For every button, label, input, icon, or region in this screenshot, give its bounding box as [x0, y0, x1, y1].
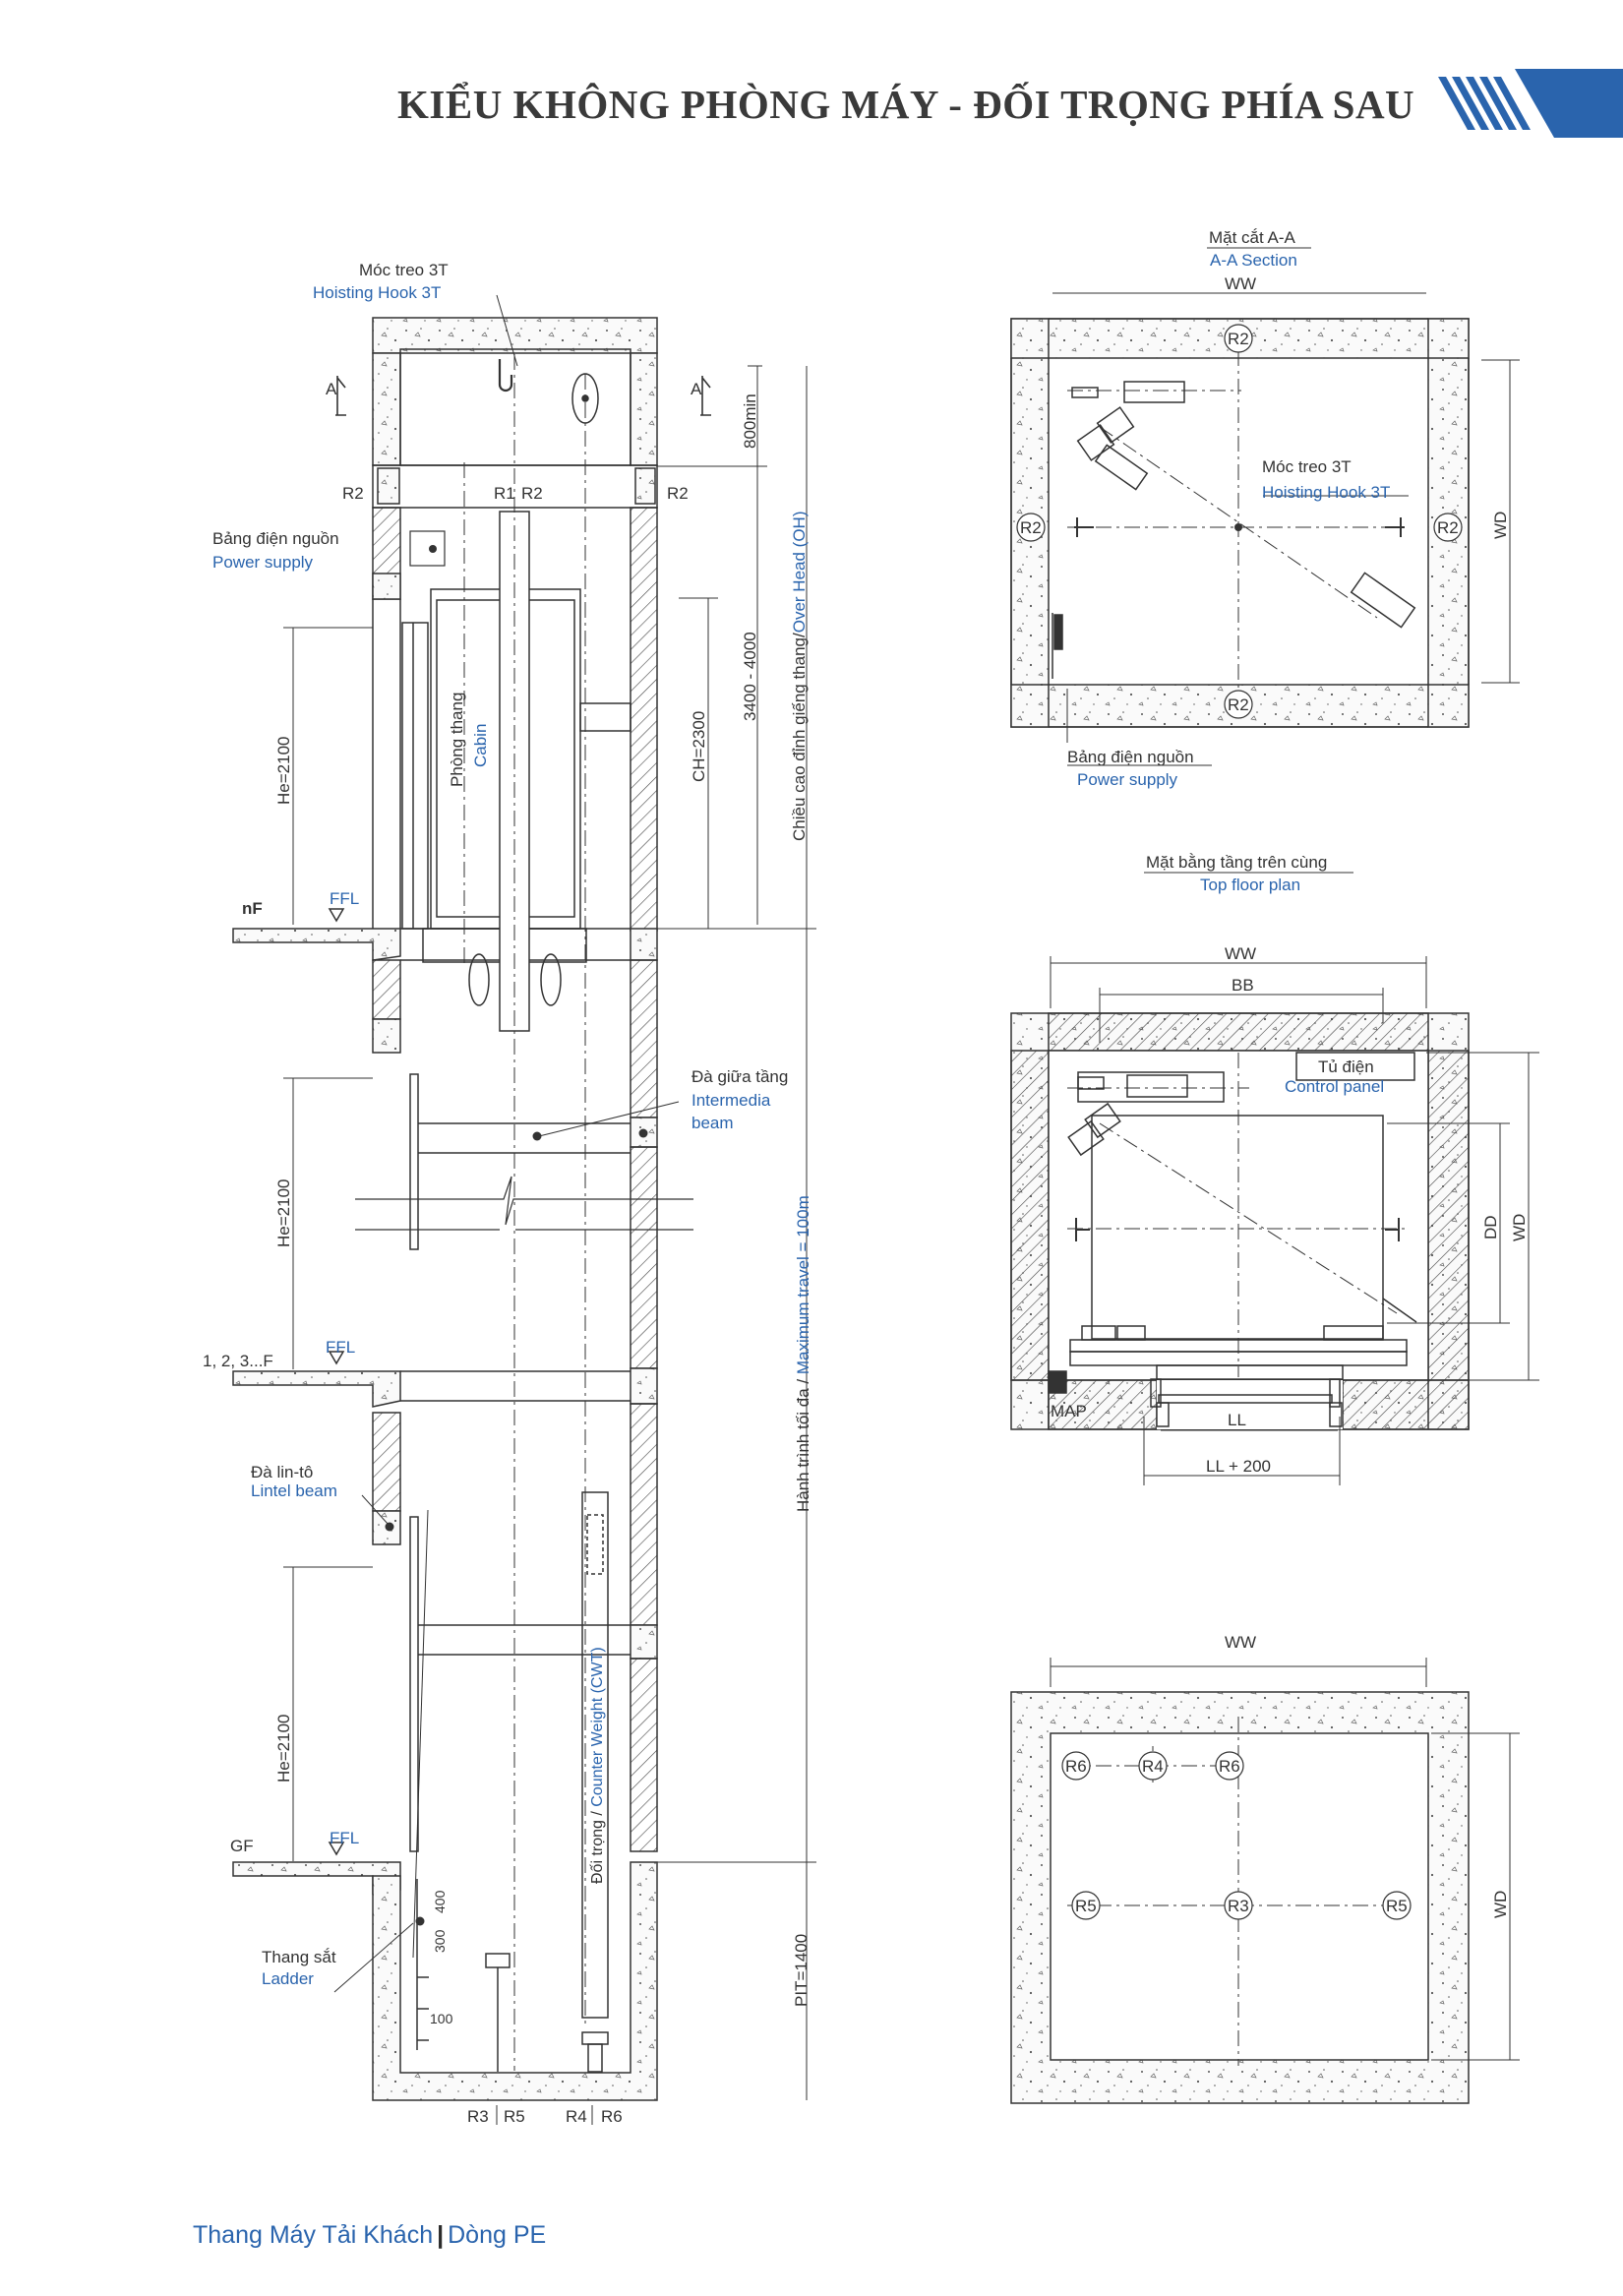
control-panel-vn: Tủ điện	[1318, 1057, 1374, 1076]
control-panel-en: Control panel	[1285, 1077, 1384, 1096]
lintel-label-en: Lintel beam	[251, 1481, 337, 1500]
aa-r2-left: R2	[1020, 518, 1042, 537]
pit-ww-dim: WW	[1225, 1633, 1256, 1652]
ffl-label-2: FFL	[326, 1338, 355, 1357]
elevation-view	[232, 294, 816, 2101]
r2-left-label: R2	[342, 484, 364, 503]
aa-hook-en: Hoisting Hook 3T	[1262, 483, 1390, 502]
pit-plan	[1010, 1658, 1520, 2104]
dim-400: 400	[432, 1890, 448, 1913]
hook-label-en: Hoisting Hook 3T	[313, 283, 441, 302]
beam-label-en1: Intermedia	[691, 1091, 771, 1110]
page-title: KIỂU KHÔNG PHÒNG MÁY - ĐỐI TRỌNG PHÍA SA…	[397, 82, 1415, 127]
cabin-label-en: Cabin	[471, 724, 490, 767]
counter-weight	[581, 1491, 609, 2019]
travel-label: Hành trình tối đa / Maximum travel = 100…	[794, 1195, 812, 1512]
aa-r2-right: R2	[1437, 518, 1459, 537]
lintel-label-vn: Đà lin-tô	[251, 1463, 313, 1481]
section-mark-left: A	[326, 380, 337, 398]
top-plan-title-vn: Mặt bằng tầng trên cùng	[1146, 853, 1327, 872]
cwt-label: Đối trọng / Counter Weight (CWT)	[589, 1647, 606, 1884]
hook-label-vn: Móc treo 3T	[359, 261, 449, 279]
ladder-label-vn: Thang sắt	[262, 1948, 336, 1966]
ffl-label-3: FFL	[330, 1829, 359, 1847]
top-ww-dim: WW	[1225, 944, 1256, 963]
ll-dim: LL	[1228, 1411, 1246, 1429]
section-aa-view	[1010, 292, 1520, 766]
floor-mid	[232, 1370, 401, 1408]
right-shaft-wall	[630, 507, 658, 932]
ll200-dim: LL + 200	[1206, 1457, 1271, 1476]
pit-r5-right: R5	[1386, 1897, 1408, 1915]
overhead-label-vn: Chiều cao đỉnh giếng thang/	[790, 633, 809, 841]
aa-power-en: Power supply	[1077, 770, 1178, 789]
footer-line: Dòng PE	[448, 2221, 547, 2249]
aa-hook-vn: Móc treo 3T	[1262, 457, 1352, 476]
he-dim-2: He=2100	[274, 1179, 293, 1247]
beam-label-vn: Đà giữa tầng	[691, 1067, 788, 1086]
power-label-en: Power supply	[212, 553, 314, 572]
overhead-label-en: Over Head (OH)	[790, 512, 809, 634]
power-label-vn: Bảng điện nguồn	[212, 529, 339, 548]
aa-title-vn: Mặt cắt A-A	[1209, 228, 1296, 247]
pit-r3: R3	[1228, 1897, 1249, 1915]
ladder-label-en: Ladder	[262, 1969, 314, 1988]
top-bb-dim: BB	[1232, 976, 1254, 995]
ch-dim: CH=2300	[690, 711, 708, 782]
pit-r4: R4	[1142, 1757, 1164, 1776]
gf-label: GF	[230, 1837, 254, 1855]
dim-300: 300	[432, 1929, 448, 1953]
travel-label-en: Maximum travel = 100m	[794, 1195, 812, 1374]
mid-floor-label: 1, 2, 3...F	[203, 1352, 273, 1370]
bottom-r4: R4	[566, 2107, 587, 2126]
top-dd-dim: DD	[1481, 1215, 1500, 1239]
pit-dim: PIT=1400	[792, 1934, 811, 2007]
footer-product: Thang Máy Tải Khách	[193, 2221, 434, 2249]
overhead-min-dim: 800min	[741, 393, 759, 449]
beam-label-en2: beam	[691, 1114, 734, 1132]
aa-title-en: A-A Section	[1210, 251, 1297, 270]
floor-nf	[232, 928, 401, 961]
map-label: MAP	[1051, 1402, 1087, 1420]
ffl-label-1: FFL	[330, 889, 359, 908]
top-plan-title-en: Top floor plan	[1200, 876, 1300, 894]
he-dim-1: He=2100	[274, 737, 293, 805]
aa-r2-top: R2	[1228, 330, 1249, 348]
cwt-label-en: Counter Weight (CWT)	[589, 1647, 606, 1806]
he-dim-3: He=2100	[274, 1715, 293, 1782]
travel-label-vn: Hành trình tối đa /	[794, 1374, 812, 1512]
overhead-label: Chiều cao đỉnh giếng thang/Over Head (OH…	[790, 512, 809, 841]
section-mark-right: A	[691, 380, 702, 398]
bottom-r6: R6	[601, 2107, 623, 2126]
bottom-r3: R3	[467, 2107, 489, 2126]
pit-r5-left: R5	[1075, 1897, 1097, 1915]
footer-separator: |	[437, 2221, 445, 2249]
pit-r6-left: R6	[1065, 1757, 1087, 1776]
pit-wd-dim: WD	[1491, 1891, 1510, 1918]
cabin-label-vn: Phòng thang	[448, 693, 466, 787]
aa-ww-dim: WW	[1225, 274, 1256, 293]
top-wd-dim: WD	[1510, 1214, 1529, 1241]
r2-right-label: R2	[667, 484, 689, 503]
r2-center-label: R2	[521, 484, 543, 503]
pit	[372, 1861, 658, 2101]
cwt-label-vn: Đối trọng /	[589, 1807, 606, 1884]
nf-label: nF	[242, 899, 263, 918]
aa-r2-bottom: R2	[1228, 695, 1249, 714]
r1-label: R1	[494, 484, 515, 503]
top-floor-plan	[1010, 956, 1539, 1485]
pit-r6-right: R6	[1219, 1757, 1240, 1776]
brand-stripes-logo	[1438, 69, 1623, 138]
footer: Thang Máy Tải Khách|Dòng PE	[193, 2221, 546, 2250]
top-slab	[372, 317, 658, 354]
overhead-range-dim: 3400 - 4000	[741, 632, 759, 721]
bottom-r5: R5	[504, 2107, 525, 2126]
dim-100: 100	[430, 2011, 453, 2026]
aa-power-vn: Bảng điện nguồn	[1067, 748, 1194, 766]
aa-wd-dim: WD	[1491, 512, 1510, 539]
